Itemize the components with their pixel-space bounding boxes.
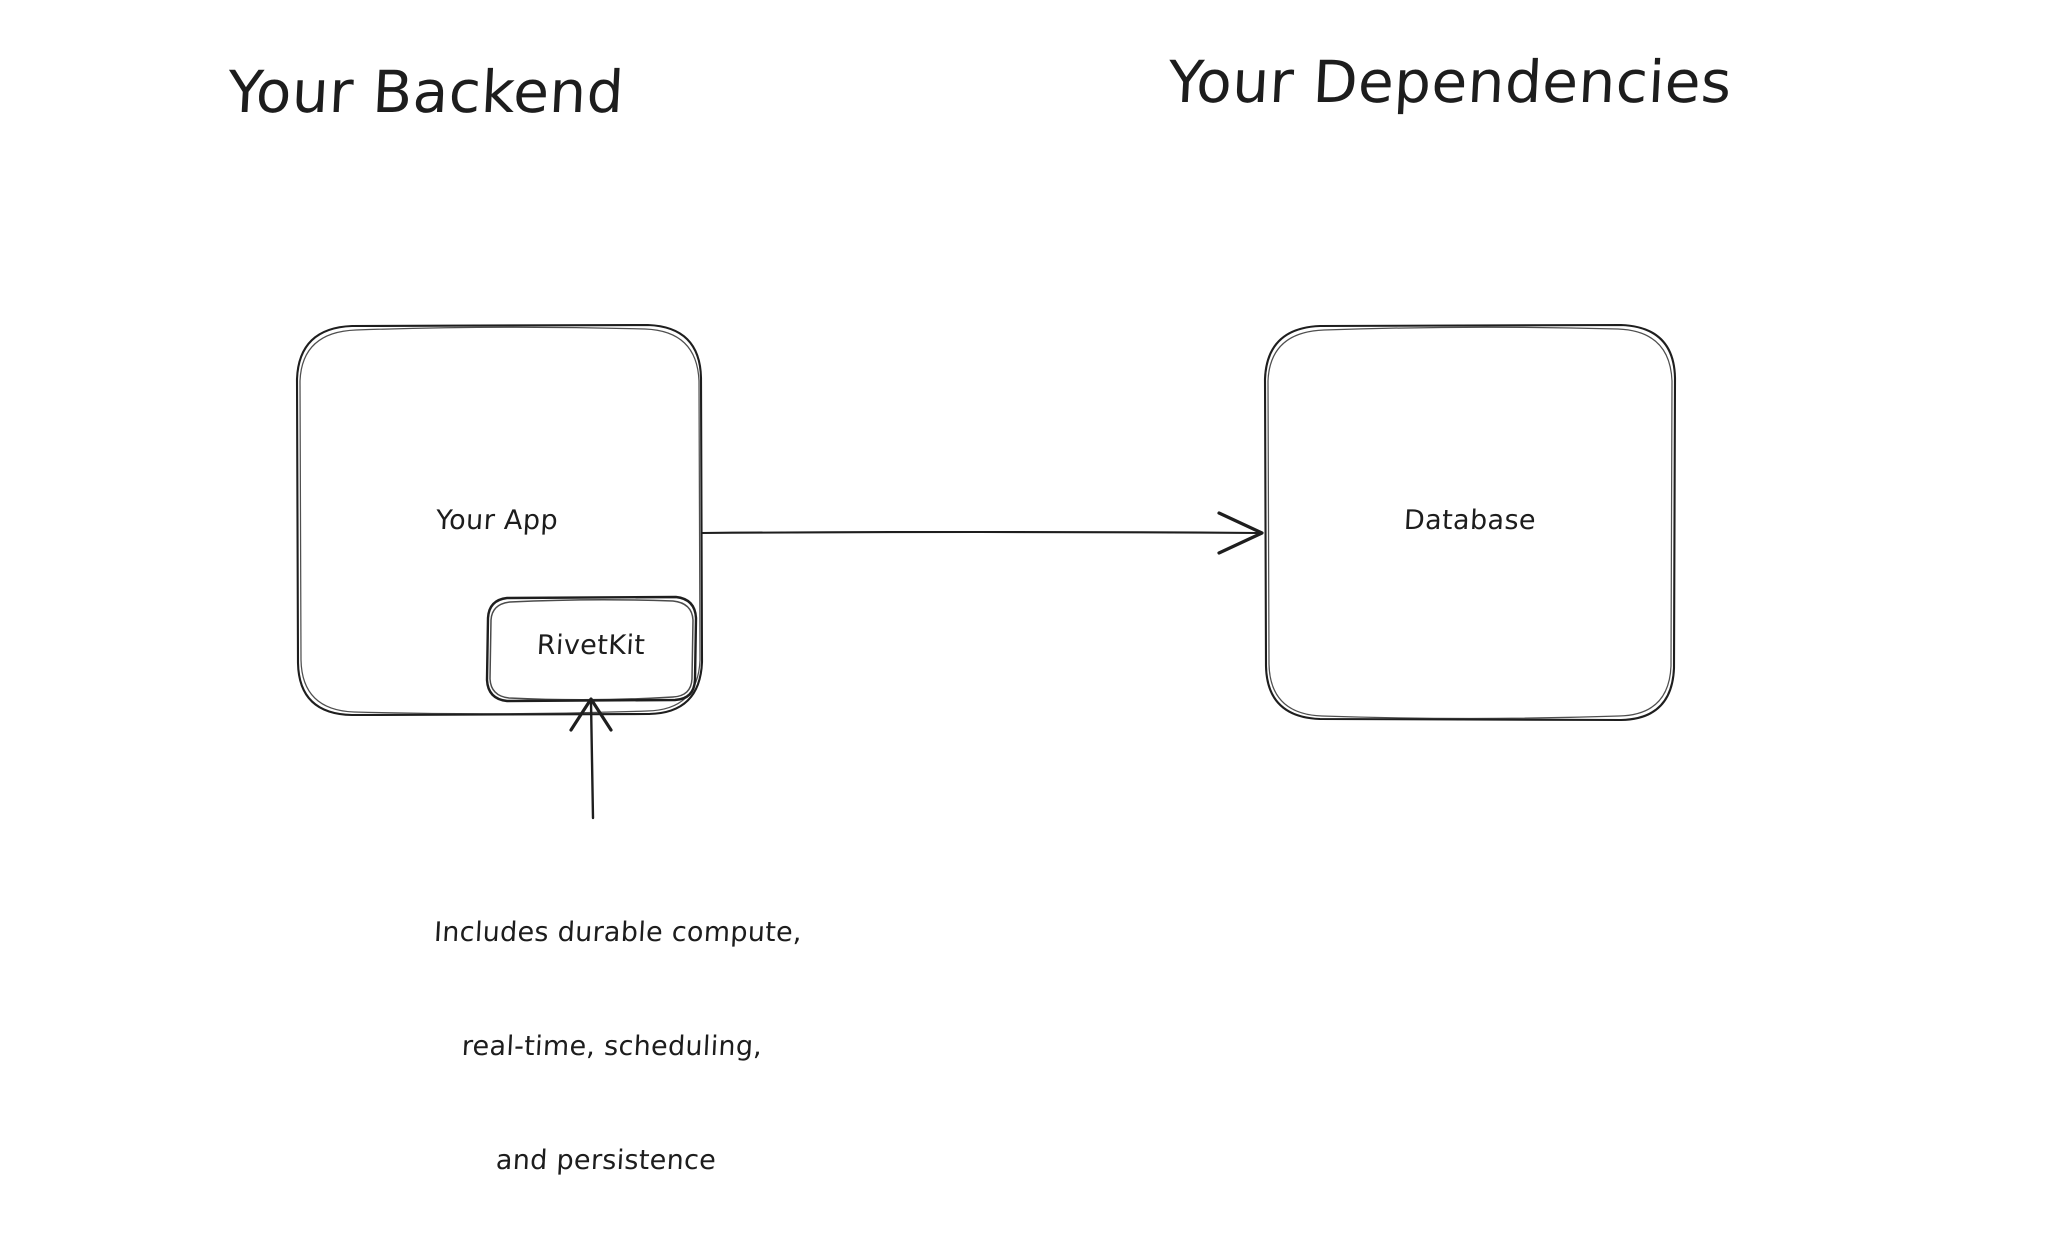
annotation-line-2: real-time, scheduling, (461, 1031, 764, 1062)
annotation-rivetkit-note: Includes durable compute, real-time, sch… (341, 838, 883, 1256)
edge-app-to-database[interactable] (700, 511, 1264, 555)
node-label-database: Database (1403, 505, 1537, 536)
group-title-your-dependencies: Your Dependencies (1166, 48, 1734, 116)
group-title-your-backend: Your Backend (226, 58, 626, 126)
diagram-canvas: Your Backend Your Dependencies Your App … (226, 48, 1734, 1176)
node-label-rivetkit: RivetKit (535, 630, 647, 661)
edge-note-to-rivetkit[interactable] (569, 697, 613, 820)
node-database-shape[interactable] (1263, 323, 1677, 722)
diagram-sketch-layer (295, 323, 1677, 820)
node-rivetkit-shape[interactable] (485, 595, 698, 703)
annotation-line-1: Includes durable compute, (433, 917, 803, 948)
annotation-line-3: and persistence (495, 1145, 717, 1176)
node-label-your-app: Your App (435, 505, 559, 536)
